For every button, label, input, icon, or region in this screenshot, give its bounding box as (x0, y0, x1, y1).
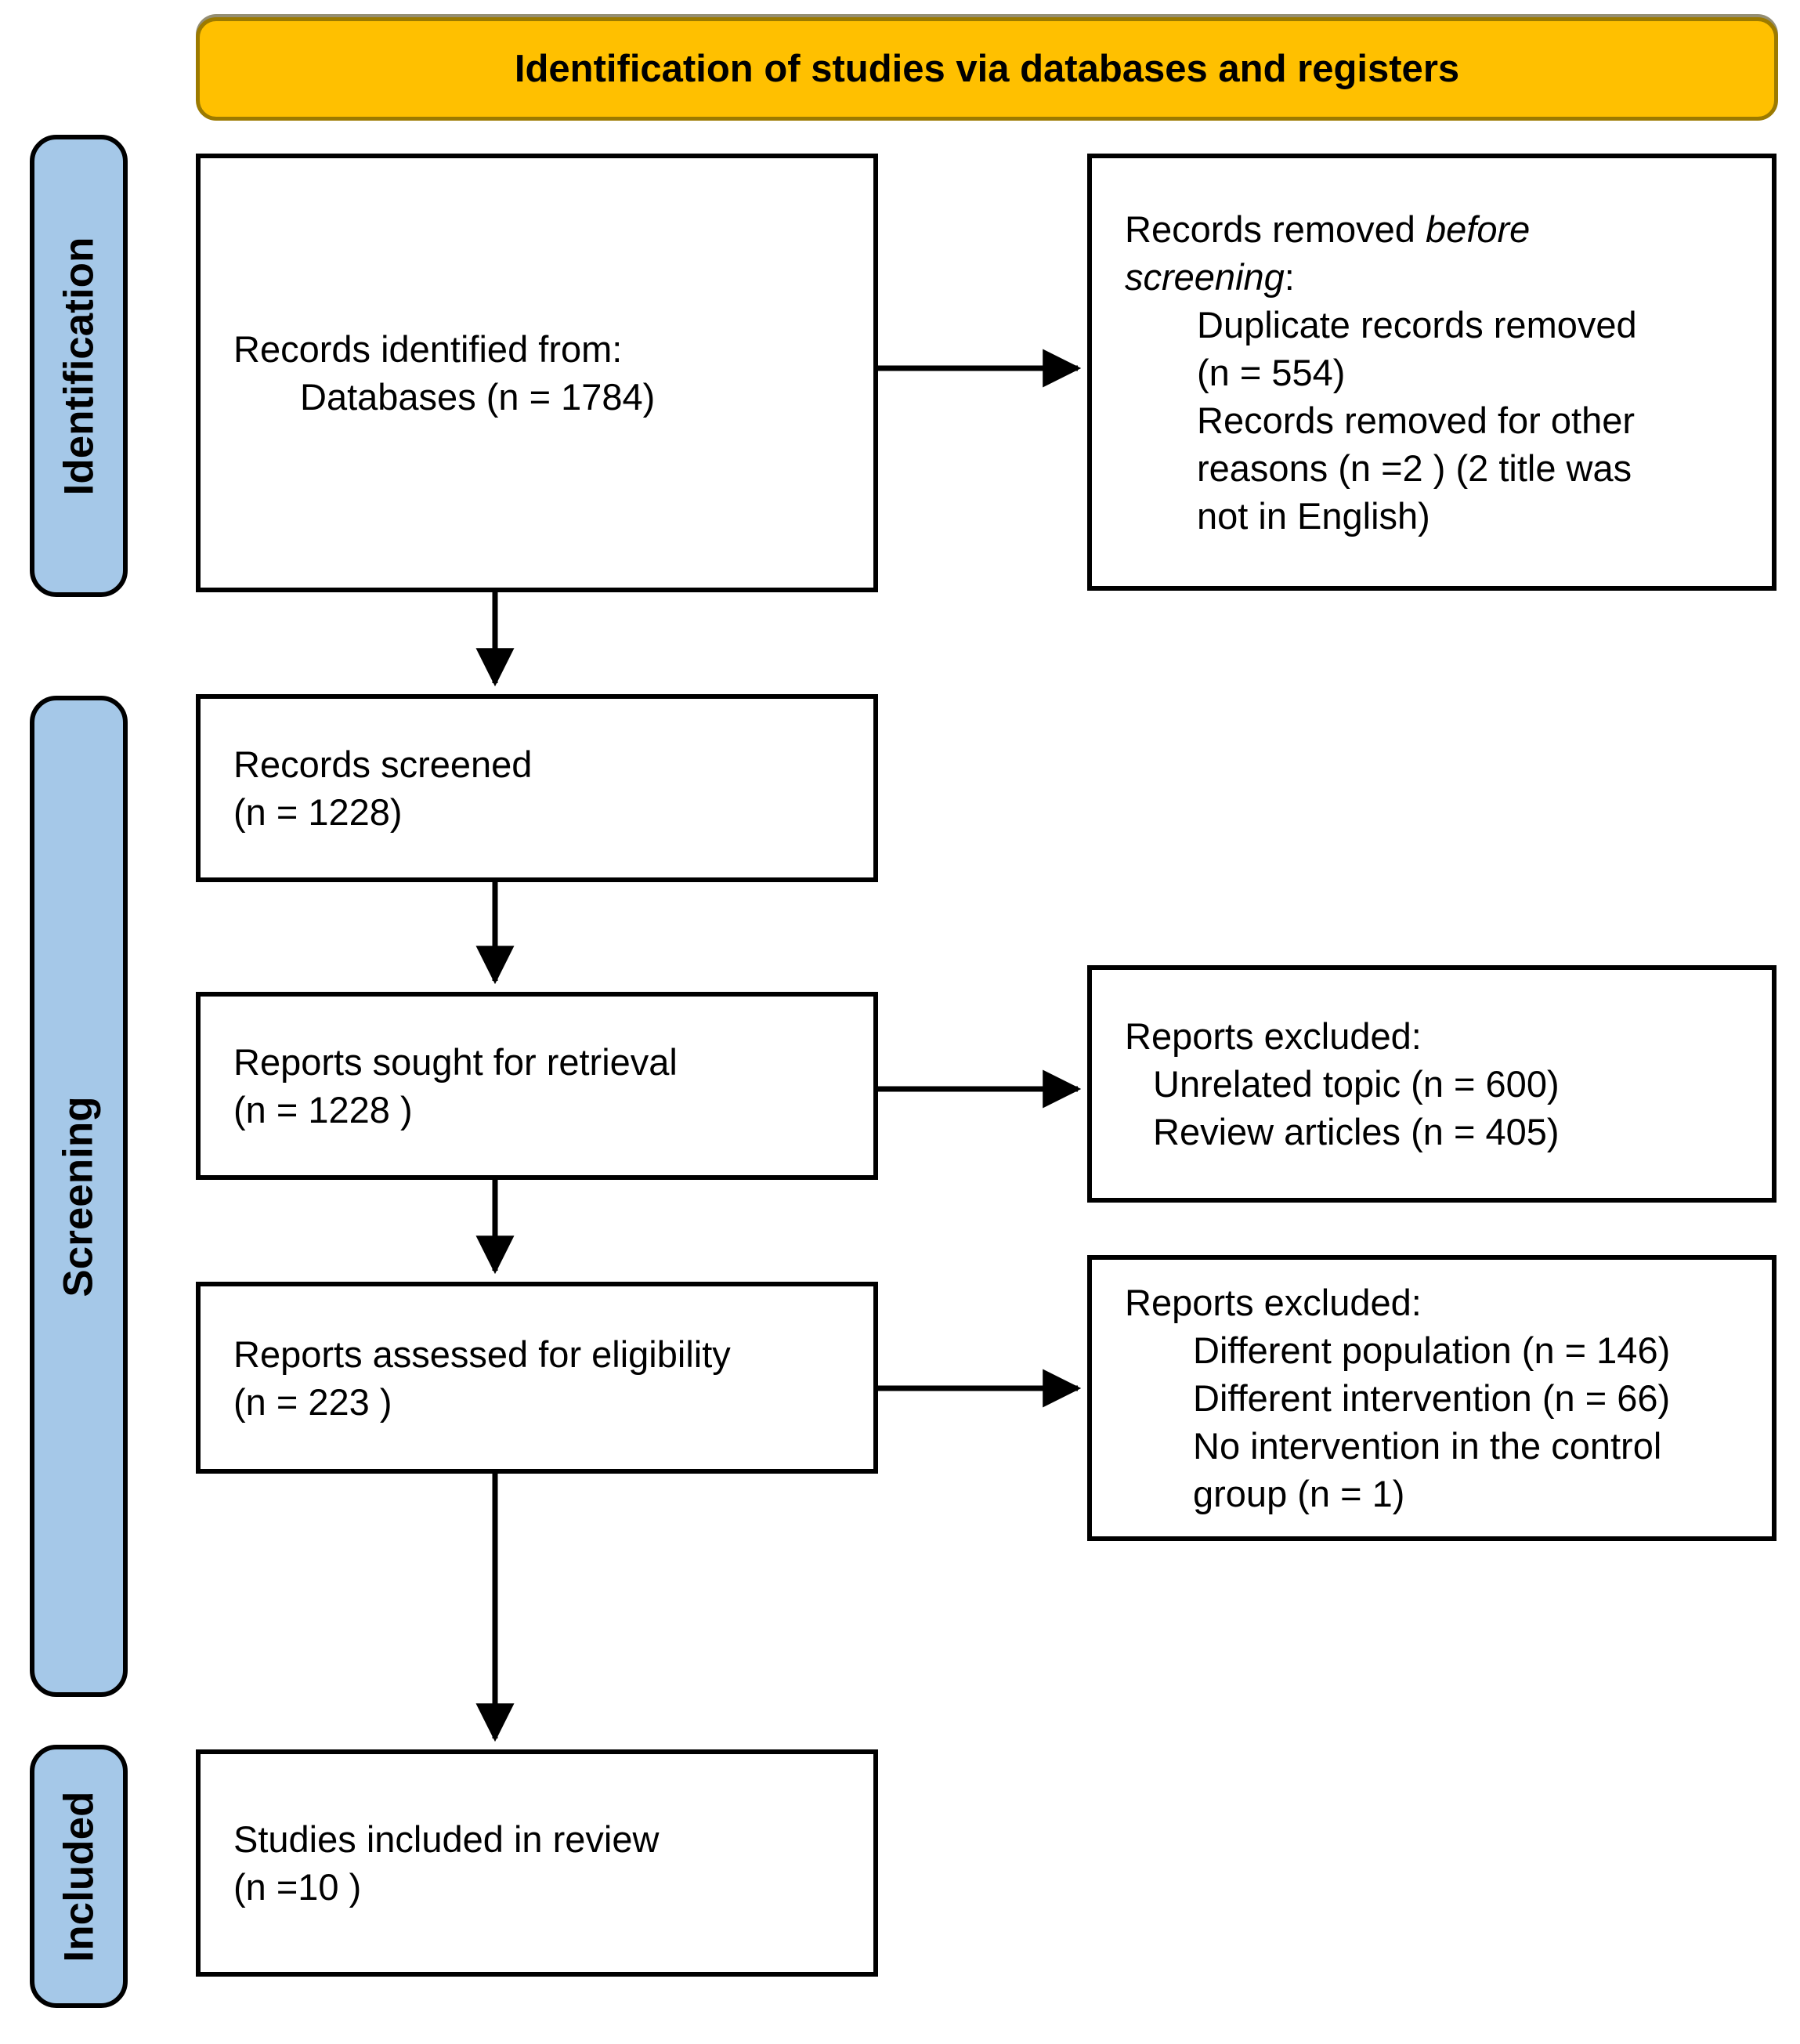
box-reports-excluded-eligibility: Reports excluded: Different population (… (1087, 1255, 1777, 1541)
box-records-removed: Records removed before screening: Duplic… (1087, 154, 1777, 591)
box-reports-excluded-retrieval: Reports excluded: Unrelated topic (n = 6… (1087, 965, 1777, 1203)
stage-bar-identification: Identification (30, 135, 128, 597)
text-line: Unrelated topic (n = 600) (1153, 1063, 1560, 1105)
box-reports-sought: Reports sought for retrieval (n = 1228 ) (196, 992, 878, 1180)
text-line: (n = 1228 ) (233, 1089, 413, 1131)
stage-bar-included: Included (30, 1745, 128, 2008)
box-records-identified: Records identified from: Databases (n = … (196, 154, 878, 592)
diagram-title: Identification of studies via databases … (514, 48, 1460, 90)
text-line: (n = 554) (1197, 351, 1346, 393)
text-line: Reports sought for retrieval (233, 1041, 678, 1083)
box-reports-assessed: Reports assessed for eligibility (n = 22… (196, 1282, 878, 1474)
box-records-screened: Records screened (n = 1228) (196, 694, 878, 882)
text-line: Reports excluded: (1125, 1282, 1422, 1323)
text-line: Records removed for other (1197, 399, 1636, 441)
box-studies-included: Studies included in review (n =10 ) (196, 1749, 878, 1977)
text-line: reasons (n =2 ) (2 title was (1197, 447, 1632, 489)
stage-label-identification: Identification (56, 237, 102, 495)
text-line: Records removed before (1125, 208, 1531, 250)
text-line: Records screened (233, 743, 533, 785)
text-line: (n =10 ) (233, 1866, 362, 1908)
text-line: Databases (n = 1784) (300, 376, 656, 418)
stage-label-screening: Screening (56, 1095, 103, 1297)
text-line: Review articles (n = 405) (1153, 1111, 1560, 1152)
text-line: Studies included in review (233, 1818, 660, 1860)
stage-label-included: Included (56, 1791, 102, 1962)
text-line: group (n = 1) (1193, 1473, 1405, 1514)
text-line: Different population (n = 146) (1193, 1330, 1671, 1371)
text-line: No intervention in the control (1193, 1425, 1662, 1467)
diagram-title-banner: Identification of studies via databases … (196, 17, 1778, 121)
text-line: (n = 223 ) (233, 1380, 392, 1423)
text-line: Reports assessed for eligibility (233, 1333, 731, 1375)
text-line: Reports excluded: (1125, 1015, 1422, 1057)
text-line: Duplicate records removed (1197, 303, 1637, 345)
stage-bar-screening: Screening (30, 696, 128, 1697)
text-line: (n = 1228) (233, 791, 403, 833)
text-line: Different intervention (n = 66) (1193, 1377, 1671, 1419)
text-line: screening: (1125, 255, 1295, 298)
text-line: Records identified from: (233, 328, 623, 370)
text-line: not in English) (1197, 494, 1430, 537)
